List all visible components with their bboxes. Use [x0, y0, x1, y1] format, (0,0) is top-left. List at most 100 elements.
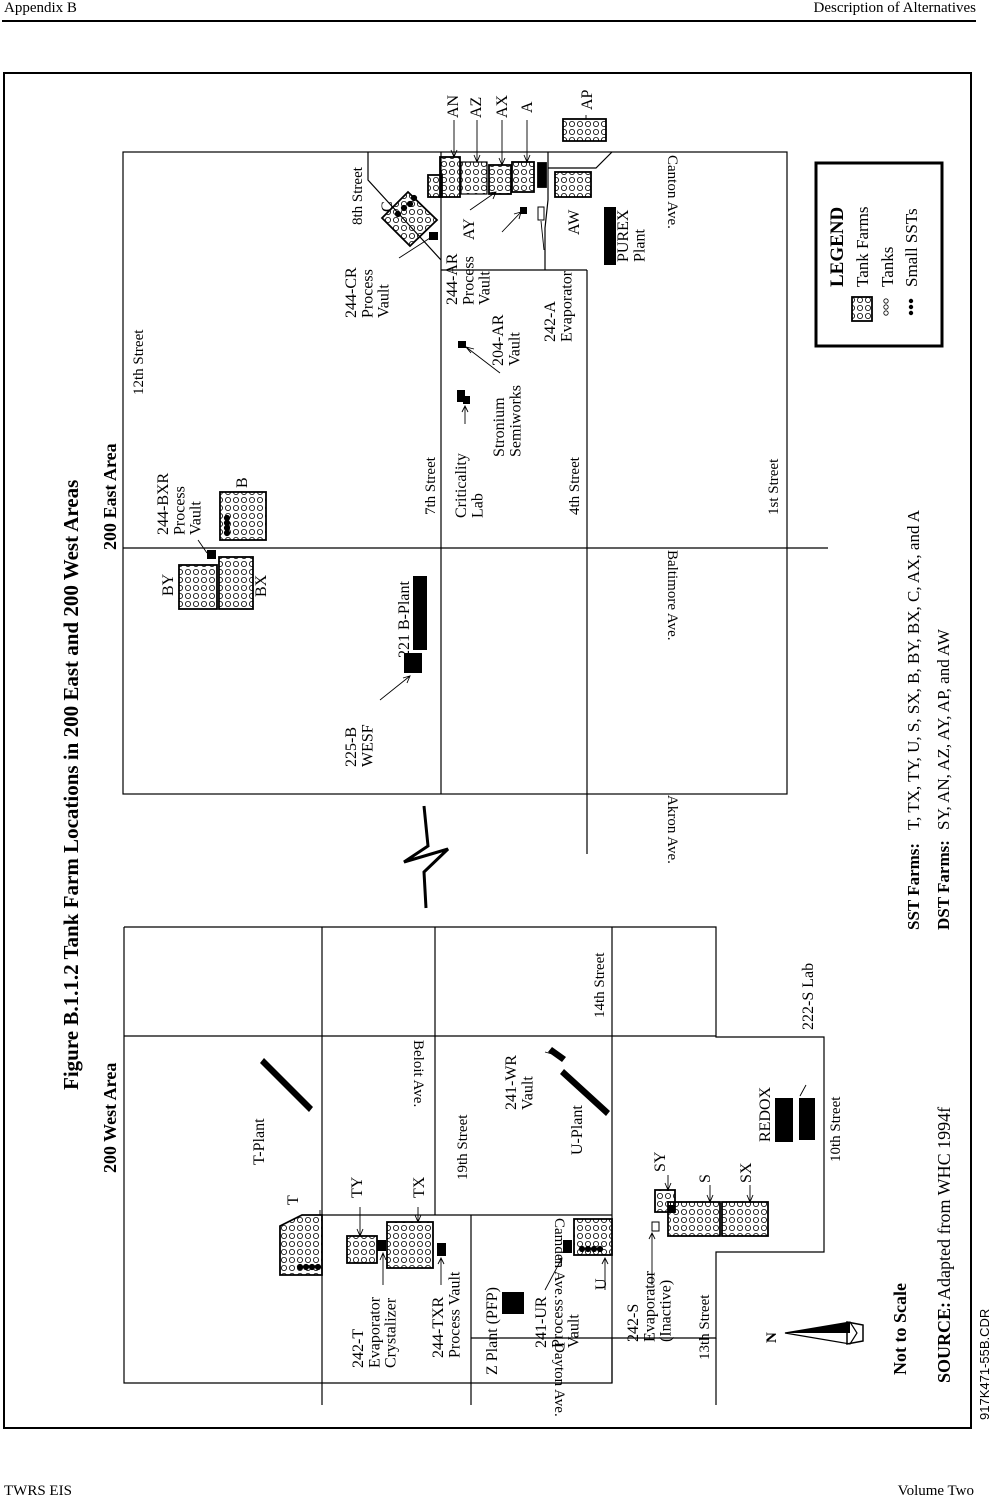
farm-ap [562, 118, 607, 142]
label-west-farms-sx: SX [738, 1162, 755, 1183]
label-east-farms-ap: AP [579, 89, 596, 110]
label-west-facilities-wr-vault: 241-WRVault [503, 1055, 536, 1110]
b-plant [413, 576, 427, 650]
label-east-facilities-cr-vault: 244-CRProcessVault [343, 267, 393, 318]
farm-by [178, 564, 218, 610]
wr-vault [548, 1047, 566, 1062]
evap-242s-marker [651, 1221, 660, 1232]
page-footer-left: TWRS EIS [4, 1483, 72, 1499]
label-east-streets-s1: 1st Street [766, 458, 782, 515]
label-west-farms-t: T [285, 1195, 302, 1205]
label-figure-dst-list: SY, AN, AZ, AY, AP, and AW [934, 628, 953, 830]
label-east-facilities-strontium: StroniumSemiworks [491, 385, 524, 457]
break-symbol [403, 805, 450, 909]
label-west-facilities-tplant: T-Plant [251, 1118, 268, 1165]
cr-vault-marker [429, 232, 438, 240]
label-west-streets-beloit: Beloit Ave. [410, 1040, 426, 1107]
label-east-facilities-criticality: CriticalityLab [453, 453, 486, 518]
map-labels: Figure B.1.1.2 Tank Farm Locations in 20… [59, 89, 992, 1420]
label-east-farms-bx: BX [253, 574, 270, 597]
label-west-streets-s10: 10th Street [828, 1096, 844, 1162]
legend-tank-farm-swatch [851, 296, 873, 322]
page-footer-right: Volume Two [897, 1483, 974, 1499]
strontium-marker [458, 341, 466, 348]
label-east-facilities-purex: PUREXPlant [615, 209, 648, 262]
label-figure-sst-list: T, TX, TY, U, S, SX, B, BY, BX, C, AX, a… [904, 509, 923, 830]
purex-plant [604, 207, 616, 265]
ur-vault-marker [563, 1240, 572, 1253]
label-west-area-title: 200 West Area [100, 1063, 120, 1173]
farm-ax [511, 161, 535, 193]
label-east-streets-s4: 4th Street [567, 456, 583, 515]
farm-an [439, 156, 461, 198]
label-east-facilities-bplant: 221 B-Plant [396, 581, 413, 658]
page-header-right: Description of Alternatives [813, 0, 976, 16]
west-tank-farms [279, 1189, 769, 1276]
label-east-farms-c: C [379, 201, 396, 212]
label-east-farms-aw: AW [566, 209, 583, 235]
east-road-network [122, 151, 828, 854]
label-legend-tanks: Tanks [878, 247, 897, 287]
label-figure-not-to-scale: Not to Scale [890, 1283, 910, 1375]
farm-bx [218, 556, 254, 610]
label-west-facilities-evap242t: 242-TEvaporatorCrystalizer [350, 1296, 400, 1368]
label-west-farms-tx: TX [411, 1176, 428, 1198]
evap-242t-marker [377, 1240, 386, 1251]
label-east-farms-a: A [519, 101, 536, 113]
label-east-facilities-evap242a: 242-AEvaporator [542, 270, 575, 342]
txr-vault-marker [437, 1243, 446, 1256]
label-legend-title: LEGEND [827, 207, 848, 287]
farm-aw [554, 171, 592, 198]
label-west-streets-s14: 14th Street [592, 952, 608, 1018]
label-west-facilities-uplant: U-Plant [569, 1105, 586, 1155]
farm-tx [386, 1221, 434, 1269]
farm-t [279, 1214, 323, 1276]
leader-lines [197, 115, 807, 1291]
page-header-left: Appendix B [4, 0, 77, 16]
label-west-facilities-evap242s: 242-SEvaporator(Inactive) [625, 1270, 675, 1342]
evap-242a-marker [537, 206, 545, 221]
label-east-facilities-wesf: 225-BWESF [343, 724, 376, 767]
west-road-network [123, 926, 825, 1405]
farm-sx [721, 1201, 769, 1237]
label-figure-dst-label: DST Farms: [934, 840, 953, 930]
label-east-facilities-ar204: 204-ARVault [490, 314, 523, 366]
label-east-streets-baltimore: Baltimore Ave. [664, 550, 680, 641]
label-east-farms-b: B [234, 477, 251, 488]
label-west-facilities-zplant: Z Plant (PFP) [484, 1287, 501, 1375]
label-figure-source-text: Adapted from WHC 1994f [934, 1107, 954, 1300]
north-arrow [784, 1321, 864, 1345]
farm-c [380, 190, 439, 248]
label-west-facilities-lab222s: 222-S Lab [800, 963, 817, 1030]
label-west-streets-s13: 13th Street [697, 1294, 713, 1360]
label-west-farms-s: S [697, 1174, 714, 1183]
z-plant [502, 1292, 524, 1314]
farm-a [537, 162, 547, 188]
label-east-facilities-bxr-vault: 244-BXRProcessVault [155, 472, 205, 535]
label-figure-id: 917K471-55B.CDR [977, 1309, 992, 1420]
label-west-facilities-ur-vault: 241-URProcessVault [533, 1296, 583, 1348]
figure-frame [3, 72, 972, 1429]
east-tank-farms [178, 118, 607, 610]
farm-az [460, 161, 488, 195]
ar204-marker [520, 207, 527, 214]
header-rule [2, 20, 976, 22]
label-west-farms-sy: SY [652, 1151, 669, 1172]
west-area-boundary [123, 926, 825, 1384]
farm-ay [488, 164, 512, 195]
label-west-streets-dayton: Dayton Ave. [551, 1342, 567, 1417]
t-plant [260, 1058, 313, 1112]
farm-ty [346, 1235, 378, 1264]
bxr-vault-marker [207, 550, 216, 559]
label-figure-sst-label: SST Farms: [904, 843, 923, 930]
label-west-facilities-txr-vault: 244-TXRProcess Vault [430, 1271, 463, 1358]
label-west-farms-ty: TY [349, 1176, 366, 1198]
label-legend-small-ssts: Small SSTs [902, 208, 921, 287]
label-east-facilities-ar-vault: 244-ARProcessVault [444, 253, 494, 305]
label-figure-title: Figure B.1.1.2 Tank Farm Locations in 20… [59, 480, 83, 1090]
west-facilities [260, 1047, 815, 1314]
label-legend-tank-farms: Tank Farms [853, 207, 872, 288]
label-east-streets-s7: 7th Street [423, 456, 439, 515]
label-east-farms-ax: AX [494, 94, 511, 118]
label-east-farms-az: AZ [468, 97, 485, 118]
